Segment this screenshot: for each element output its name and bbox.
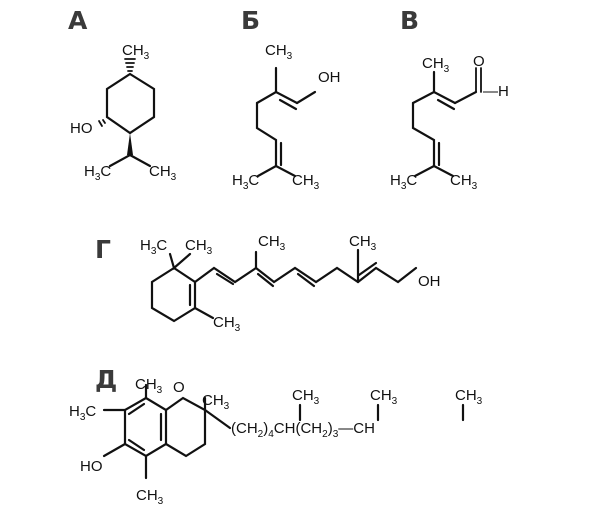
retinol-ch3-gem: CH3 [185, 237, 213, 257]
retinol-db-4 [357, 261, 378, 277]
geraniol-oh: OH [318, 69, 341, 86]
menthol-ch3-right: CH3 [149, 163, 177, 183]
tocopherol-ch3-top: CH3 [135, 376, 163, 396]
retinol-oh: OH [418, 273, 441, 290]
menthol-ipr-right [128, 153, 152, 168]
retinol-gem-dimethyl [168, 252, 192, 270]
menthol-ring [105, 72, 156, 135]
tocopherol-ch3-bottom: CH3 [136, 487, 164, 507]
structure-d-tocopherol: Д O CH3 H3C HO CH3 CH3 (CH2)4CH(CH2)3—CH… [69, 365, 483, 507]
menthol-h3c: H3C [84, 163, 111, 183]
geraniol-h3c: H3C [232, 172, 259, 192]
retinol-db-1 [215, 272, 235, 286]
retinol-chain [193, 266, 418, 284]
tocopherol-h3c: H3C [69, 403, 96, 423]
label-b: Б [241, 6, 260, 35]
label-d: Д [95, 365, 117, 394]
menthol-ho: HO [70, 120, 93, 137]
tocopherol-ar-db-1 [127, 402, 146, 416]
citral-h: —H [483, 83, 509, 100]
tocopherol-ho: HO [80, 458, 103, 475]
geraniol-ch3-right: CH3 [292, 172, 320, 192]
retinol-ch3-ring: CH3 [213, 314, 241, 334]
menthol-ch3-top: CH3 [122, 42, 150, 62]
tocopherol-side-chain-bond [203, 408, 232, 430]
retinol-ring [150, 266, 197, 323]
geraniol-ch2oh-bond [295, 90, 317, 105]
tocopherol-aromatic-ring [123, 396, 168, 458]
geraniol-terminal [256, 164, 297, 178]
geraniol-double-bond [278, 98, 298, 111]
label-g: Г [95, 235, 111, 264]
retinol-ring-methyl [193, 306, 215, 320]
menthol-wedge [127, 133, 133, 155]
tocopherol-pyran-ring [164, 396, 207, 458]
structure-v-citral: В CH3 O —H H3C CH3 [390, 6, 509, 192]
tocopherol-ar-db-3 [127, 438, 146, 452]
citral-chain [411, 101, 436, 168]
label-v: В [400, 6, 419, 35]
retinol-db-3 [296, 272, 316, 288]
menthol-methyl-hash [124, 58, 136, 72]
structure-b-geraniol: Б CH3 OH H3C CH3 [232, 6, 341, 192]
geraniol-ch3-top: CH3 [265, 42, 293, 62]
menthol-ipr-left [108, 153, 132, 168]
citral-ch3-top: CH3 [422, 55, 450, 75]
citral-cho-bond [453, 90, 478, 105]
citral-c2-c3 [411, 90, 457, 105]
structure-g-retinol: Г H3C CH3 CH3 CH3 CH3 OH [95, 233, 441, 334]
retinol-h3c: H3C [140, 237, 167, 257]
citral-h3c: H3C [390, 172, 417, 192]
tocopherol-side-chain: (CH2)4CH(CH2)3—CH [231, 420, 375, 440]
menthol-hydroxyl-hash [98, 119, 106, 127]
geraniol-chain [255, 101, 278, 168]
citral-double-bond [436, 98, 456, 111]
citral-ch3-right: CH3 [450, 172, 478, 192]
tocopherol-ch3-chain-1: CH3 [292, 387, 320, 407]
tocopherol-ch3-chain-2: CH3 [370, 387, 398, 407]
geraniol-c2-c3 [255, 90, 299, 105]
retinol-ch3-1: CH3 [258, 233, 286, 253]
tocopherol-ch3-chain-3: CH3 [455, 387, 483, 407]
retinol-ch3-2: CH3 [349, 233, 377, 253]
tocopherol-o: O [173, 379, 185, 396]
label-a: А [68, 6, 88, 35]
tocopherol-ch3-c2: CH3 [202, 392, 230, 412]
tocopherol-ho-bond [102, 442, 127, 458]
citral-terminal [413, 164, 455, 178]
citral-o: O [473, 53, 485, 70]
structure-a-menthol: А CH3 HO H3C CH3 [68, 6, 177, 183]
retinol-db-2 [256, 272, 275, 288]
